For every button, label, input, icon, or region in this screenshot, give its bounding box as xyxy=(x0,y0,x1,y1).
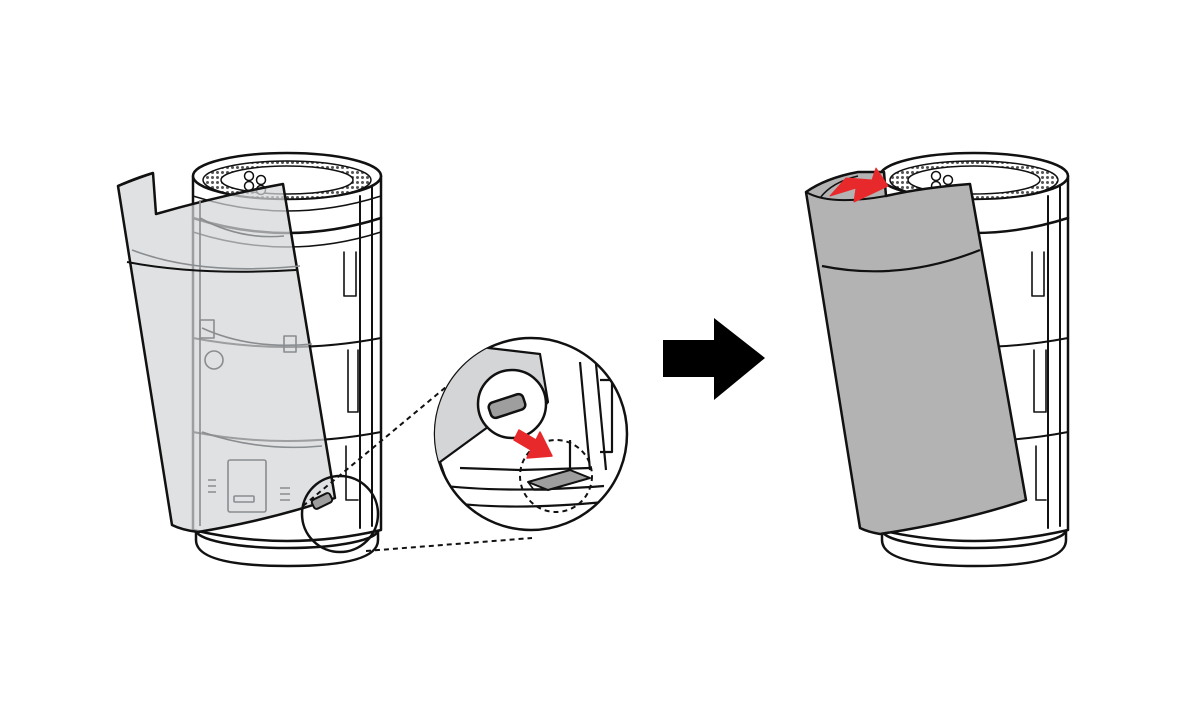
next-step-arrow xyxy=(663,318,765,400)
detail-zoom-circle xyxy=(420,338,627,530)
